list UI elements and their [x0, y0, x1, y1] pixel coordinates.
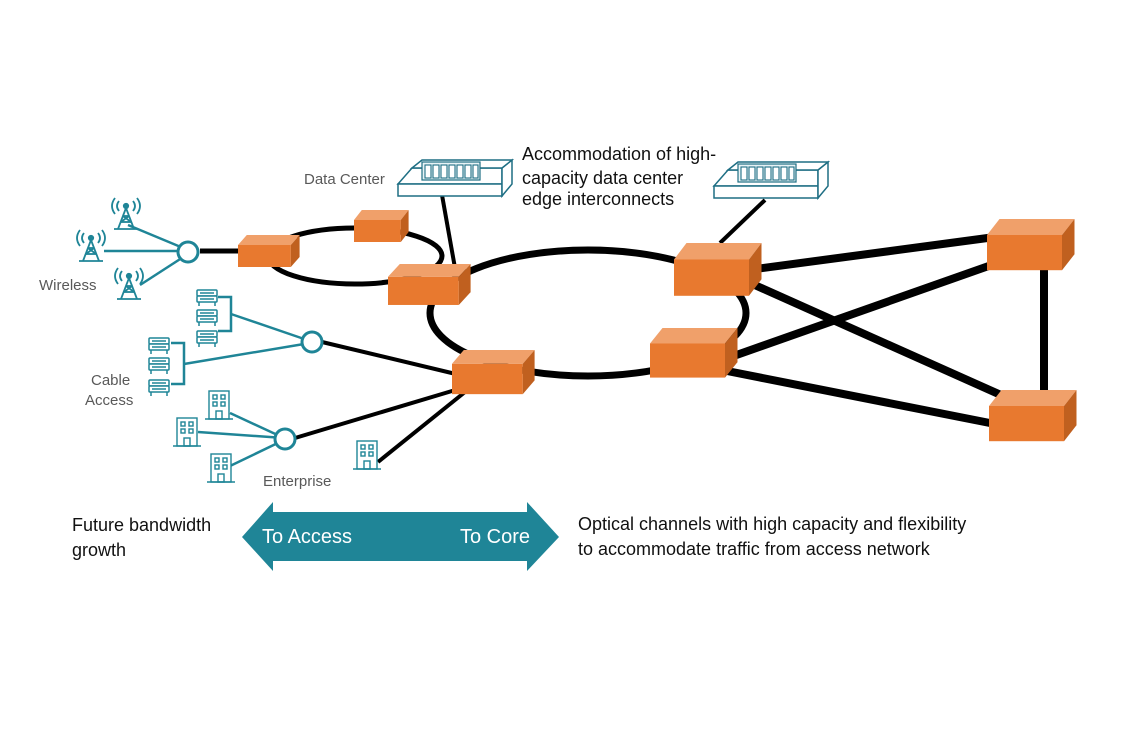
- cable-modem-icon: [196, 309, 218, 327]
- core-link-c: [726, 258, 1002, 362]
- office-building-icon: [206, 453, 236, 483]
- future-growth-line2: growth: [72, 540, 126, 560]
- office-building-icon: [352, 440, 382, 470]
- cable-modem-icon: [196, 289, 218, 307]
- cell-tower-icon: [76, 229, 106, 262]
- office-building-icon: [204, 390, 234, 420]
- future-growth-line1: Future bandwidth: [72, 515, 211, 535]
- router-switch-icon: [388, 264, 471, 305]
- datacenter2-link: [718, 198, 767, 245]
- cable-modem-icon: [148, 337, 170, 355]
- double-arrow-shape: [242, 502, 559, 571]
- wireless-aggregation-node: [176, 240, 200, 264]
- enterprise-label: Enterprise: [263, 473, 331, 490]
- cable-aggregation-node: [300, 330, 324, 354]
- router-switch-icon: [650, 328, 738, 378]
- cable-modem-icon: [148, 357, 170, 375]
- cable-modem-icon: [196, 330, 218, 348]
- core-link-a: [747, 233, 996, 274]
- to-access-label: To Access: [262, 526, 352, 548]
- router-switch-icon: [354, 210, 409, 242]
- router-switch-icon: [987, 219, 1075, 271]
- building-uplink: [376, 390, 467, 464]
- direction-arrow: To Access To Core: [242, 502, 559, 571]
- dc-note-line1: Accommodation of high-: [522, 144, 716, 164]
- enterprise-uplink: [294, 386, 463, 440]
- to-core-label: To Core: [460, 526, 530, 548]
- cable-label-line1: Cable: [91, 372, 130, 389]
- wireless-label: Wireless: [39, 277, 97, 294]
- datacenter-link: [440, 194, 457, 269]
- office-building-icon: [172, 417, 202, 447]
- router-switch-icon: [674, 243, 762, 296]
- router-switch-icon: [452, 350, 535, 395]
- router-switch-icon: [238, 235, 300, 267]
- cable-uplink: [321, 340, 461, 377]
- cell-tower-icon: [114, 267, 144, 300]
- core-link-d: [721, 366, 1001, 429]
- data-center-label: Data Center: [304, 171, 385, 188]
- network-links: [200, 194, 1048, 464]
- server-rack-icon: [713, 161, 829, 199]
- router-switch-icon: [989, 390, 1077, 442]
- optical-note-line2: to accommodate traffic from access netwo…: [578, 539, 931, 559]
- dc-note-line3: edge interconnects: [522, 189, 674, 209]
- enterprise-aggregation-node: [273, 427, 297, 451]
- big-ring-link: [426, 246, 750, 380]
- server-rack-icon: [397, 159, 513, 197]
- cable-modem-icon: [148, 379, 170, 397]
- core-link-b: [746, 278, 1032, 412]
- cell-tower-icon: [111, 197, 141, 230]
- dc-note-line2: capacity data center: [522, 168, 683, 188]
- cable-label-line2: Access: [85, 392, 133, 409]
- optical-note-line1: Optical channels with high capacity and …: [578, 514, 966, 534]
